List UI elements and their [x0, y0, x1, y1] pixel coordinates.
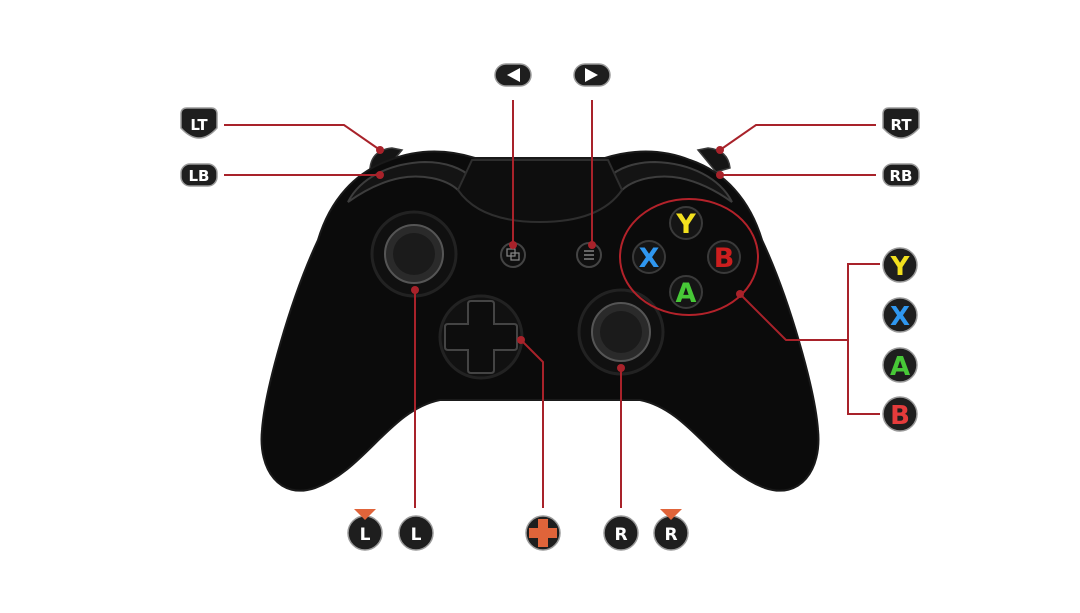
press-marker-icon [660, 509, 682, 520]
face-button-b[interactable] [707, 240, 741, 274]
dpad-leader [520, 339, 544, 508]
face-dot [736, 290, 744, 298]
face-button-a-label: A [676, 278, 697, 309]
legend-b-label: B [890, 401, 910, 431]
right-stick-cap [600, 311, 642, 353]
menu-badge [573, 63, 611, 87]
left-triangle-icon [507, 68, 520, 82]
face-button-a[interactable] [669, 275, 703, 309]
dpad-cross-icon [529, 519, 557, 547]
legend-a-label: A [890, 352, 910, 382]
left-stick-label: L [411, 525, 422, 545]
leader-lines [224, 100, 880, 508]
rt-badge: RT [882, 107, 920, 139]
face-button-y-label: Y [675, 209, 696, 240]
legend-x-label: X [890, 302, 910, 332]
dpad-badge [525, 515, 561, 551]
rt-leader [719, 124, 876, 151]
right-stick-press-badge: R [653, 509, 689, 551]
face-legend: Y X A B [882, 247, 918, 432]
leader-dots [376, 146, 744, 372]
right-stick-badge: R [603, 515, 639, 551]
lb-label: LB [189, 167, 210, 185]
lb-badge: LB [180, 163, 218, 187]
right-trigger-shape [696, 147, 731, 173]
view-badge [494, 63, 532, 87]
press-marker-icon [354, 509, 376, 520]
rt-label: RT [890, 116, 912, 134]
rb-badge: RB [882, 163, 920, 187]
right-stick-dot [617, 364, 625, 372]
face-button-b-label: B [714, 243, 735, 274]
lb-dot [376, 171, 384, 179]
right-stick-press-label: R [664, 525, 677, 545]
right-stick-label: R [614, 525, 627, 545]
rt-dot [716, 146, 724, 154]
left-stick-press-label: L [360, 525, 371, 545]
controller-body: Y X B A [260, 147, 820, 492]
left-stick-dot [411, 286, 419, 294]
face-button-x-label: X [639, 243, 660, 274]
lt-label: LT [190, 116, 208, 134]
face-button-y[interactable] [669, 206, 703, 240]
legend-a: A [882, 347, 918, 383]
lt-badge: LT [180, 107, 218, 139]
rb-dot [716, 171, 724, 179]
dpad-dot [517, 336, 525, 344]
view-dot [509, 241, 517, 249]
legend-y-label: Y [890, 252, 911, 282]
menu-dot [588, 241, 596, 249]
dpad-cross [444, 300, 518, 374]
left-stick-cap [393, 233, 435, 275]
legend-b: B [882, 396, 918, 432]
lt-leader [224, 124, 381, 151]
center-panel [456, 159, 624, 224]
legend-x: X [882, 297, 918, 333]
face-buttons-highlight [619, 198, 759, 316]
face-leader [739, 293, 848, 341]
view-icon [506, 248, 520, 261]
rb-label: RB [890, 167, 913, 185]
left-stick-badge: L [398, 515, 434, 551]
menu-icon [584, 250, 594, 260]
left-stick-press-badge: L [347, 509, 383, 551]
lt-dot [376, 146, 384, 154]
legend-y: Y [882, 247, 918, 283]
face-button-x[interactable] [632, 240, 666, 274]
right-triangle-icon [585, 68, 598, 82]
face-legend-bracket [847, 263, 880, 415]
